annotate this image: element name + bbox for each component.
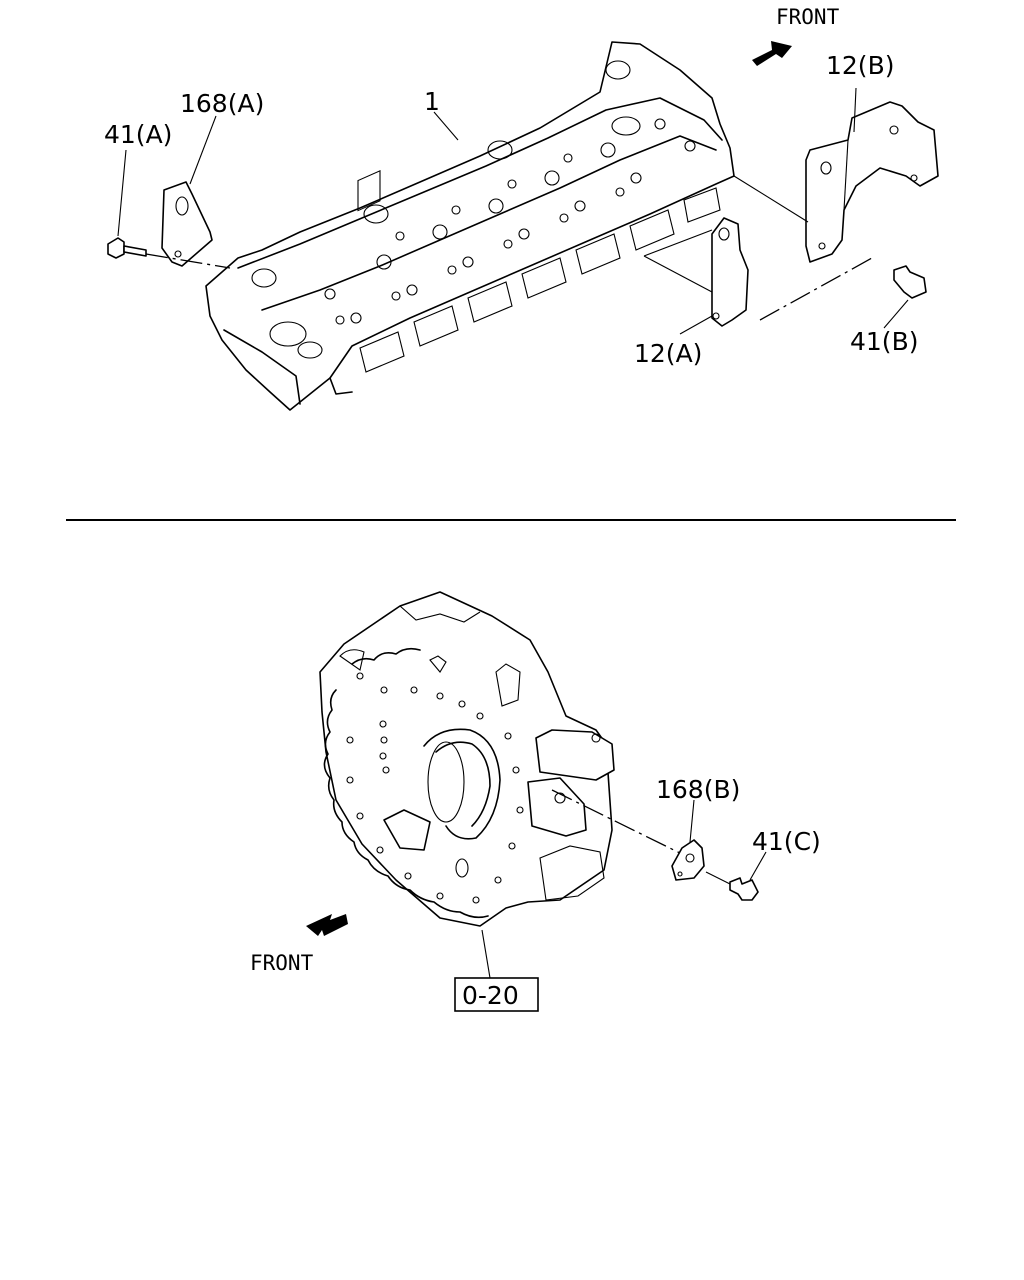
callout-12a: 12(A) [634, 339, 702, 368]
bracket-168a [161, 181, 213, 267]
callout-12b: 12(B) [826, 51, 894, 80]
callout-1: 1 [424, 87, 440, 116]
leaders-top [117, 87, 909, 335]
front-label-bottom: FRONT [250, 951, 314, 975]
callout-41b: 41(B) [850, 327, 918, 356]
top-diagram: FRONT [104, 5, 939, 411]
bolt-41a [107, 237, 231, 269]
reference-box[interactable]: 0-20 [454, 977, 539, 1012]
bracket-12b [733, 101, 939, 263]
bottom-diagram: FRONT 168(B) 41(C) 0-20 [250, 591, 821, 1012]
front-label-top: FRONT [776, 5, 840, 29]
callout-41a: 41(A) [104, 120, 172, 149]
leaders-bottom [481, 799, 767, 979]
bracket-168b [671, 839, 705, 881]
flywheel-housing [319, 591, 691, 927]
bolt-41c [705, 871, 759, 901]
callout-168b: 168(B) [656, 775, 740, 804]
front-arrow-bottom: FRONT [250, 914, 348, 975]
bolt-41b [759, 257, 927, 321]
bracket-12a [643, 217, 749, 327]
reference-box-label[interactable]: 0-20 [462, 981, 519, 1010]
callout-168a: 168(A) [180, 89, 264, 118]
callout-41c: 41(C) [752, 827, 821, 856]
front-arrow-top: FRONT [752, 5, 840, 66]
